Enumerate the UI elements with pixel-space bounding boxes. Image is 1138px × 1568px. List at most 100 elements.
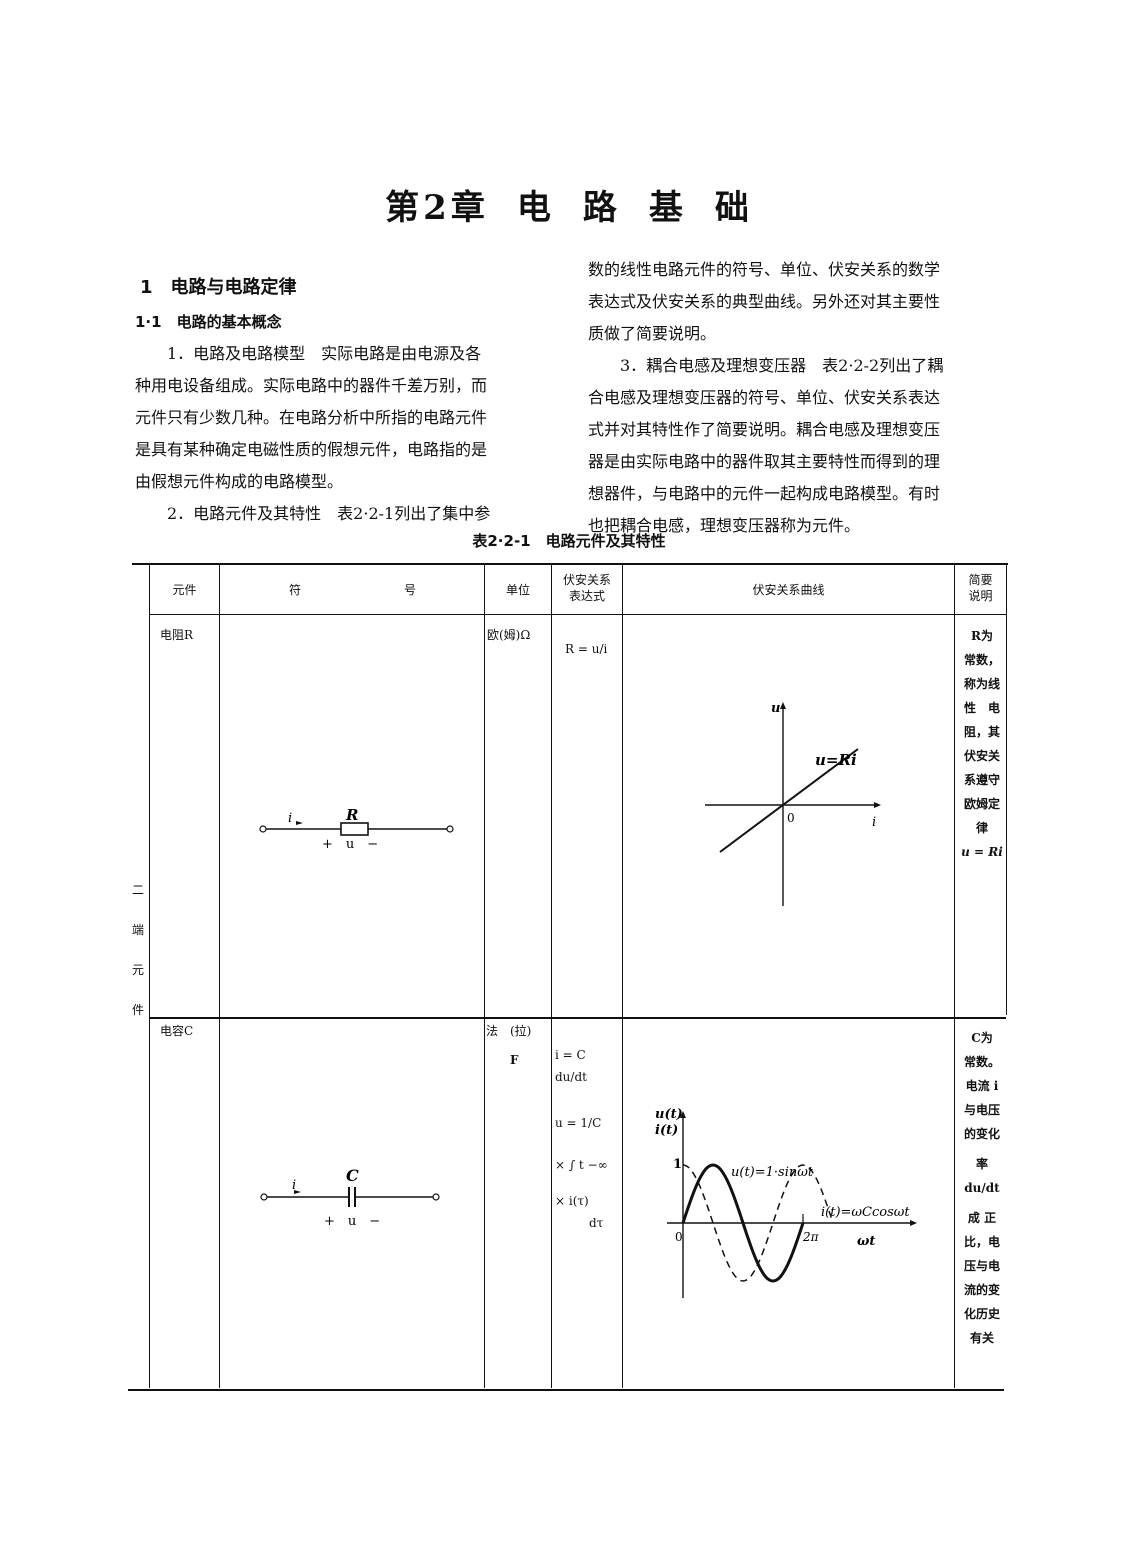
chapter-title-char: 基 <box>648 188 687 228</box>
note-line: 流的变 <box>963 1283 1000 1297</box>
paragraph-line: 器是由实际电路中的器件取其主要特性而得到的理 <box>588 452 941 471</box>
header-unit: 单位 <box>505 583 530 597</box>
cap-graph-x-tick: 2π <box>802 1230 820 1244</box>
table-vline <box>219 565 220 1388</box>
paragraph-line: 数的线性电路元件的符号、单位、伏安关系的数学 <box>588 260 941 279</box>
header-element: 元件 <box>172 583 197 597</box>
i-curve <box>682 1164 834 1282</box>
note-line: u = Ri <box>961 845 1003 859</box>
cap-graph-y-label-1: u(t) <box>655 1107 683 1122</box>
paragraph-line: 式并对其特性作了简要说明。耦合电感及理想变压 <box>588 420 941 439</box>
capacitor-letter: C <box>346 1166 359 1185</box>
paragraph-line: 质做了简要说明。 <box>588 324 717 343</box>
row-resistor-expression: R = u/i <box>565 642 608 656</box>
note-line: 有关 <box>969 1331 994 1345</box>
paragraph-line: 表达式及伏安关系的典型曲线。另外还对其主要性 <box>588 292 941 311</box>
note-line: 阻，其 <box>963 725 1000 739</box>
row-capacitor-note: C为 常数。 电流 i 与电压 的变化 率 du/dt 成 正 比，电 压与电 … <box>957 1026 1007 1350</box>
note-line: C为 <box>971 1031 993 1045</box>
header-va-curve: 伏安关系曲线 <box>752 583 825 597</box>
note-line: 压与电 <box>963 1259 1000 1273</box>
right-column: 数的线性电路元件的符号、单位、伏安关系的数学 表达式及伏安关系的典型曲线。另外还… <box>588 254 1010 542</box>
row-resistor-element: 电阻R <box>160 628 194 642</box>
resistor-symbol: R i + u − <box>259 806 454 852</box>
note-line: 常数。 <box>963 1055 1000 1069</box>
row-capacitor-element: 电容C <box>160 1024 194 1038</box>
row-capacitor-expression: i = C du/dt u = 1/C × ∫ t −∞ × i(τ) dτ <box>555 1044 621 1234</box>
table-top-rule <box>132 563 1008 565</box>
note-line: 率 du/dt <box>964 1157 1000 1195</box>
side-label-char: 二 <box>131 883 144 897</box>
chapter-number: 第2章 <box>385 188 489 228</box>
table-caption: 表2·2-1 电路元件及其特性 <box>472 532 666 550</box>
capacitor-va-graph: u(t) i(t) 1 0 2π ωt u(t)=1·sinωt i(t)=ωC… <box>655 1107 917 1298</box>
side-label-char: 元 <box>131 963 144 977</box>
table-header-rule <box>150 614 1006 615</box>
unit-line: 法 (拉) <box>486 1024 532 1038</box>
table-vline <box>954 565 955 1388</box>
table-vline <box>484 565 485 1388</box>
left-column: 1 电路与电路定律 1·1 电路的基本概念 1．电路及电路模型 实际电路是由电源… <box>135 272 559 530</box>
note-line: 与电压 <box>963 1103 1000 1117</box>
chapter-title-char: 路 <box>582 188 621 228</box>
resistor-letter: R <box>345 806 358 824</box>
side-label-char: 件 <box>131 1003 144 1017</box>
table-vline <box>622 565 623 1388</box>
paragraph-line: 是具有某种确定电磁性质的假想元件，电路指的是 <box>135 440 488 459</box>
side-label: 二 端 元 件 <box>131 870 145 1030</box>
note-line: R为 <box>971 629 993 643</box>
header-note-line1: 简要 <box>968 573 993 587</box>
note-line: 称为线 <box>963 677 1000 691</box>
header-va-expression: 伏安关系 表达式 <box>552 572 622 604</box>
note-line: 电流 i <box>965 1079 999 1093</box>
capacitor-symbol: C i + u − <box>260 1166 440 1229</box>
note-line: 的变化 <box>963 1127 1000 1141</box>
expr-line: u = 1/C <box>555 1116 602 1130</box>
section-heading: 1 电路与电路定律 <box>140 277 297 298</box>
resistor-graph-x-label: i <box>872 815 876 830</box>
expr-line: dτ <box>589 1216 604 1230</box>
note-line: 化历史 <box>963 1307 1000 1321</box>
u-curve <box>681 1163 805 1283</box>
resistor-graph-line-label: u=Ri <box>815 751 857 769</box>
chapter-title: 第2章电路基础 <box>0 180 1138 229</box>
row-capacitor-unit: 法 (拉) F <box>486 1024 531 1068</box>
capacitor-voltage-label: + u − <box>324 1214 380 1229</box>
chapter-title-char: 电 <box>516 188 555 228</box>
paragraph-line: 1．电路及电路模型 实际电路是由电源及各 <box>167 344 482 363</box>
paragraph-line: 也把耦合电感，理想变压器称为元件。 <box>588 516 861 535</box>
row-resistor-note: R为 常数， 称为线 性 电 阻，其 伏安关 系遵守 欧姆定 律 u = Ri <box>957 624 1007 864</box>
capacitor-current-label: i <box>292 1178 296 1193</box>
paragraph-line: 想器件，与电路中的元件一起构成电路模型。有时 <box>588 484 941 503</box>
note-line: 系遵守 <box>963 773 1000 787</box>
note-line: 律 <box>975 821 988 835</box>
subsection-heading: 1·1 电路的基本概念 <box>135 313 282 331</box>
chapter-title-char: 础 <box>714 188 753 228</box>
expr-line: × ∫ t −∞ <box>555 1158 608 1172</box>
header-symbol-left: 符 <box>288 583 301 597</box>
cap-graph-y-label-2: i(t) <box>655 1123 678 1138</box>
note-line: 性 电 <box>963 701 1000 715</box>
side-label-char: 端 <box>131 923 144 937</box>
header-note-line2: 说明 <box>968 589 993 603</box>
note-line: 常数， <box>963 653 1000 667</box>
note-line: 伏安关 <box>963 749 1000 763</box>
paragraph-line: 2．电路元件及其特性 表2·2-1列出了集中参 <box>167 504 491 523</box>
resistor-va-graph: u i 0 u=Ri <box>705 701 881 906</box>
expr-line: i = C du/dt <box>555 1048 587 1084</box>
cap-graph-i-label: i(t)=ωCcosωt <box>821 1205 910 1220</box>
cap-graph-origin: 0 <box>675 1230 683 1244</box>
header-va-expression-line1: 伏安关系 <box>562 573 611 587</box>
resistor-voltage-label: + u − <box>322 837 378 852</box>
note-line: 比，电 <box>963 1235 1000 1249</box>
expr-line: × i(τ) <box>555 1194 589 1208</box>
paragraph-line: 由假想元件构成的电路模型。 <box>135 472 344 491</box>
cap-graph-tick-one: 1 <box>673 1157 682 1172</box>
unit-line: F <box>510 1053 519 1067</box>
header-note: 简要 说明 <box>955 572 1006 604</box>
table-vline <box>551 565 552 1388</box>
paragraph-line: 3．耦合电感及理想变压器 表2·2-2列出了耦 <box>620 356 944 375</box>
table-vline <box>1006 565 1007 1015</box>
paragraph-line: 合电感及理想变压器的符号、单位、伏安关系表达 <box>588 388 941 407</box>
paragraph-line: 种用电设备组成。实际电路中的器件千差万别，而 <box>135 376 488 395</box>
